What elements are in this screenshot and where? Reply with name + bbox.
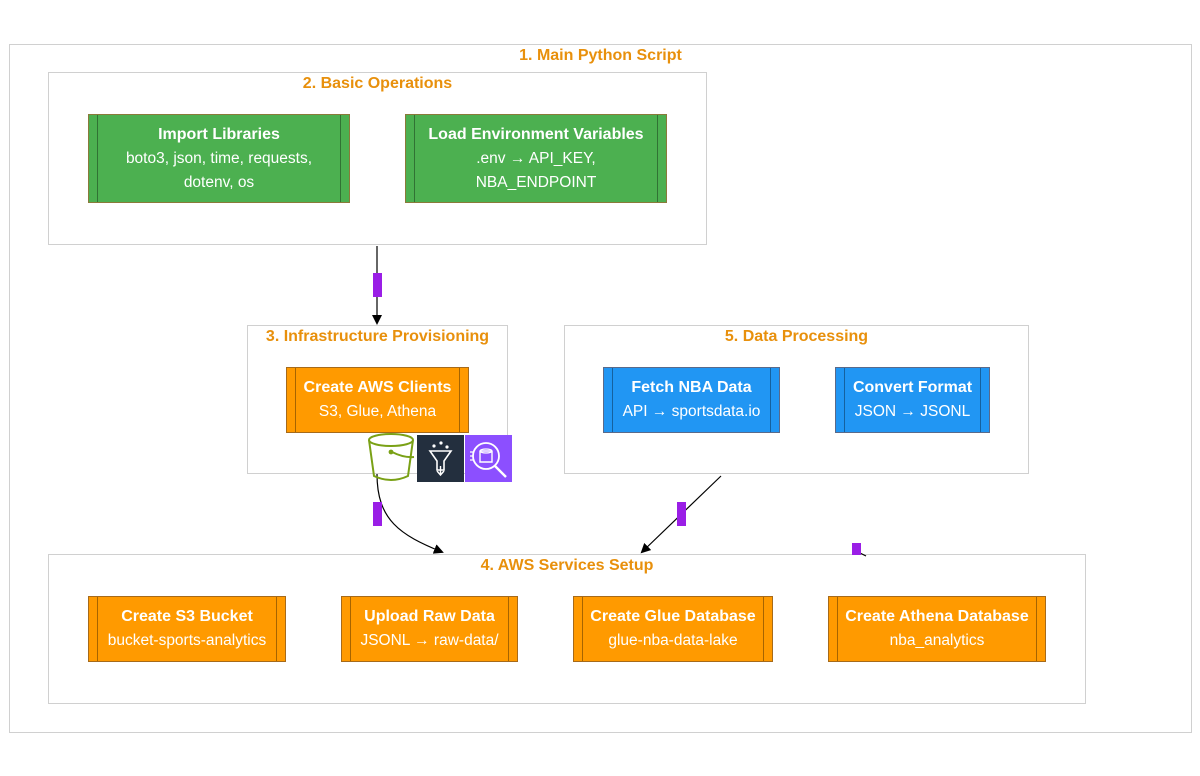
node-detail: .env → API_KEY, xyxy=(476,149,596,167)
edge-label-marker xyxy=(373,502,382,526)
node-detail: JSONL → raw-data/ xyxy=(360,632,499,649)
group-title-main: 1. Main Python Script xyxy=(519,47,682,64)
s3-bucket-icon xyxy=(368,433,415,481)
group-title-basic: 2. Basic Operations xyxy=(302,75,453,92)
node-detail: dotenv, os xyxy=(183,173,255,191)
node-create-glue-database[interactable]: Create Glue Database glue-nba-data-lake xyxy=(573,596,773,662)
node-create-s3-bucket[interactable]: Create S3 Bucket bucket-sports-analytics xyxy=(88,596,286,662)
edge-label-marker xyxy=(677,502,686,526)
node-import-libraries[interactable]: Import Libraries boto3, json, time, requ… xyxy=(88,114,350,203)
group-title-aws: 4. AWS Services Setup xyxy=(480,557,654,574)
node-fetch-nba-data[interactable]: Fetch NBA Data API → sportsdata.io xyxy=(603,367,780,433)
node-detail: API → sportsdata.io xyxy=(622,403,761,420)
node-detail: nba_analytics xyxy=(889,632,985,649)
node-title: Convert Format xyxy=(852,379,973,396)
node-upload-raw-data[interactable]: Upload Raw Data JSONL → raw-data/ xyxy=(341,596,518,662)
node-title: Upload Raw Data xyxy=(364,608,495,625)
node-detail: bucket-sports-analytics xyxy=(107,632,267,649)
node-detail: glue-nba-data-lake xyxy=(608,632,738,649)
node-load-environment-variables[interactable]: Load Environment Variables .env → API_KE… xyxy=(405,114,667,203)
group-title-processing: 5. Data Processing xyxy=(724,328,869,345)
node-detail: boto3, json, time, requests, xyxy=(125,149,313,167)
node-detail: NBA_ENDPOINT xyxy=(475,173,597,191)
edge-label-marker xyxy=(373,273,382,297)
edge-label-marker xyxy=(852,543,861,555)
node-title: Create S3 Bucket xyxy=(121,608,253,625)
node-create-athena-database[interactable]: Create Athena Database nba_analytics xyxy=(828,596,1046,662)
node-create-aws-clients[interactable]: Create AWS Clients S3, Glue, Athena xyxy=(286,367,469,433)
node-title: Load Environment Variables xyxy=(428,125,644,143)
glue-icon xyxy=(417,435,464,482)
node-title: Create Glue Database xyxy=(590,608,756,625)
edge-infra-to-aws xyxy=(376,473,444,554)
node-convert-format[interactable]: Convert Format JSON → JSONL xyxy=(835,367,990,433)
node-title: Fetch NBA Data xyxy=(631,379,752,396)
node-title: Create AWS Clients xyxy=(303,379,452,396)
node-title: Create Athena Database xyxy=(845,608,1029,625)
group-title-infra: 3. Infrastructure Provisioning xyxy=(265,328,490,345)
athena-icon xyxy=(465,435,512,482)
node-detail: S3, Glue, Athena xyxy=(318,403,437,420)
node-detail: JSON → JSONL xyxy=(854,403,971,420)
node-title: Import Libraries xyxy=(158,125,280,143)
